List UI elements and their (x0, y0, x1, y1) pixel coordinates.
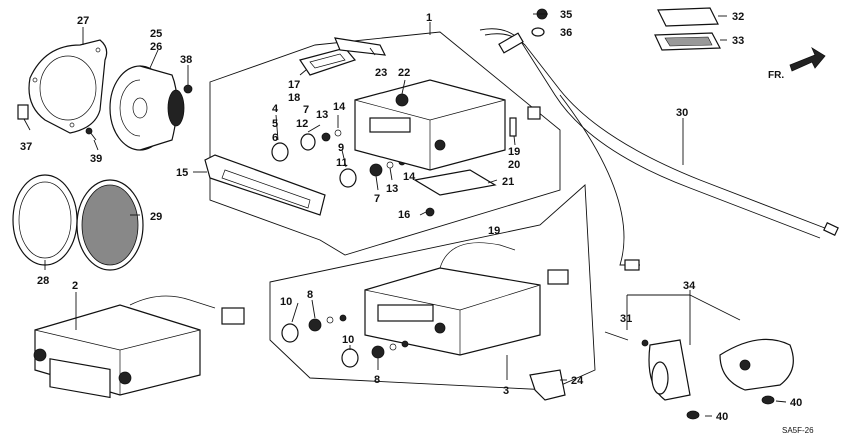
front-direction-arrow (789, 46, 826, 72)
cover-32 (657, 7, 719, 27)
screw-38 (183, 84, 193, 94)
callout-24: 24 (571, 375, 584, 387)
callout-34: 34 (683, 280, 696, 292)
callout-25: 25 (150, 28, 162, 40)
callout-13a: 13 (316, 109, 328, 121)
knobs-lower (281, 314, 409, 368)
radio-unit-3 (364, 242, 569, 356)
bracket-21 (413, 169, 497, 196)
speaker-bracket (28, 39, 108, 134)
screw-39 (85, 127, 97, 141)
callout-37: 37 (20, 141, 32, 153)
callout-18: 18 (288, 92, 300, 104)
callout-28: 28 (37, 275, 49, 287)
grille-33 (654, 32, 721, 51)
nut-40a (686, 410, 700, 420)
callout-29: 29 (150, 211, 162, 223)
radio-unit-22 (354, 79, 506, 171)
panel-15 (204, 154, 326, 216)
callout-38: 38 (180, 54, 192, 66)
radio-unit-2 (33, 295, 245, 399)
callout-19b: 19 (488, 225, 500, 237)
callout-31: 31 (620, 313, 632, 325)
assembly-box-3 (269, 184, 596, 391)
callout-19a: 19 (508, 146, 520, 158)
callout-12: 12 (296, 118, 308, 130)
screw-16 (425, 207, 435, 217)
assembly-box-1 (209, 31, 561, 256)
antenna-motor (604, 331, 794, 401)
speaker-grille (76, 179, 144, 271)
callout-40b: 40 (790, 397, 802, 409)
direction-label: FR. (768, 70, 784, 81)
callout-21: 21 (502, 176, 514, 188)
callout-10a: 10 (280, 296, 292, 308)
callout-16: 16 (398, 209, 410, 221)
callout-9: 9 (338, 142, 344, 154)
speaker (109, 65, 185, 151)
callout-15: 15 (176, 167, 188, 179)
callout-11: 11 (336, 157, 348, 169)
trim-17 (299, 47, 357, 76)
callout-8b: 8 (374, 374, 380, 386)
callout-14a: 14 (333, 101, 346, 113)
reference-code: SA5F-26 (782, 426, 814, 435)
callout-10b: 10 (342, 334, 354, 346)
callout-20: 20 (508, 159, 520, 171)
callout-14b: 14 (403, 171, 416, 183)
leader-lines (23, 13, 787, 417)
callout-39: 39 (90, 153, 102, 165)
callout-33: 33 (732, 35, 744, 47)
callout-13b: 13 (386, 183, 398, 195)
knobs-upper (271, 129, 406, 188)
callout-1: 1 (426, 12, 432, 24)
callout-7a: 7 (303, 104, 309, 116)
callout-23: 23 (375, 67, 387, 79)
callout-5: 5 (272, 118, 278, 130)
speaker-ring (12, 174, 78, 266)
clip-37 (17, 104, 29, 120)
callout-17: 17 (288, 79, 300, 91)
callout-40a: 40 (716, 411, 728, 423)
callout-26: 26 (150, 41, 162, 53)
callout-8a: 8 (307, 289, 313, 301)
callout-4: 4 (272, 103, 279, 115)
callout-35: 35 (560, 9, 572, 21)
callout-36: 36 (560, 27, 572, 39)
callouts: 27 25 26 38 37 39 28 29 2 15 4 5 6 7 12 … (20, 9, 814, 435)
antenna-cable (479, 28, 839, 271)
nut-40b (761, 395, 775, 405)
fuse-19 (509, 106, 541, 137)
callout-2: 2 (72, 280, 78, 292)
washer-36 (531, 27, 545, 37)
callout-3: 3 (503, 385, 509, 397)
callout-32: 32 (732, 11, 744, 23)
callout-7b: 7 (374, 193, 380, 205)
callout-27: 27 (77, 15, 89, 27)
callout-30: 30 (676, 107, 688, 119)
bracket-24 (529, 369, 566, 401)
callout-6: 6 (272, 132, 278, 144)
callout-22: 22 (398, 67, 410, 79)
